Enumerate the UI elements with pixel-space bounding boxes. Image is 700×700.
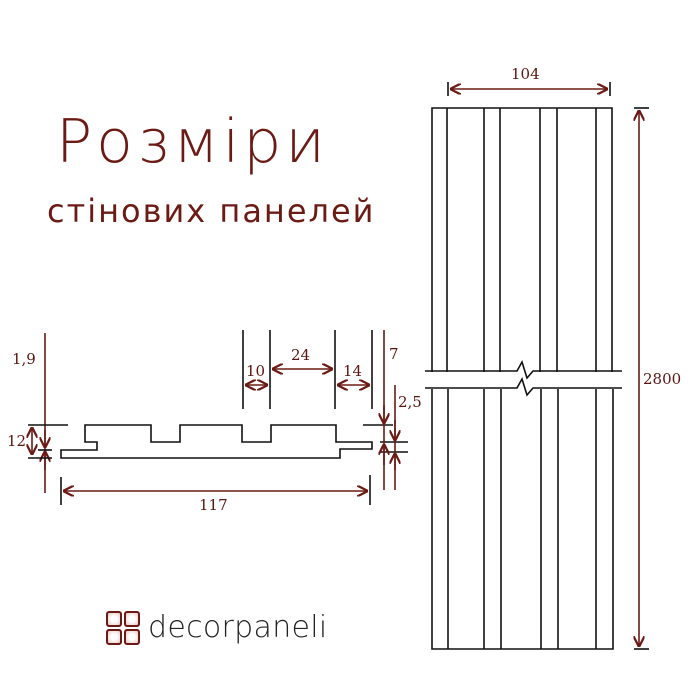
dim-lip-thickness: 2,5: [398, 393, 422, 411]
page-title: Розміри: [56, 107, 329, 177]
dim-groove-width-2: 14: [343, 362, 363, 380]
brand-name: decorpaneli: [148, 610, 328, 645]
page-subtitle: стінових панелей: [47, 192, 376, 230]
dim-spacing: 24: [291, 346, 311, 364]
dim-panel-width: 104: [511, 65, 540, 83]
dim-tongue-thickness: 1,9: [12, 350, 36, 368]
dim-total-thickness: 12: [7, 432, 27, 450]
dim-panel-length: 2800: [643, 370, 682, 388]
dim-groove-depth: 7: [389, 345, 399, 363]
dim-total-width: 117: [199, 496, 228, 514]
dim-groove-width-1: 10: [246, 362, 266, 380]
brand-logo: decorpaneli: [106, 610, 328, 645]
profile-cross-section: [60, 424, 373, 459]
panel-front-view: [425, 107, 622, 650]
four-squares-logo-icon: [106, 610, 140, 645]
left-dimension-lines: [32, 333, 45, 493]
